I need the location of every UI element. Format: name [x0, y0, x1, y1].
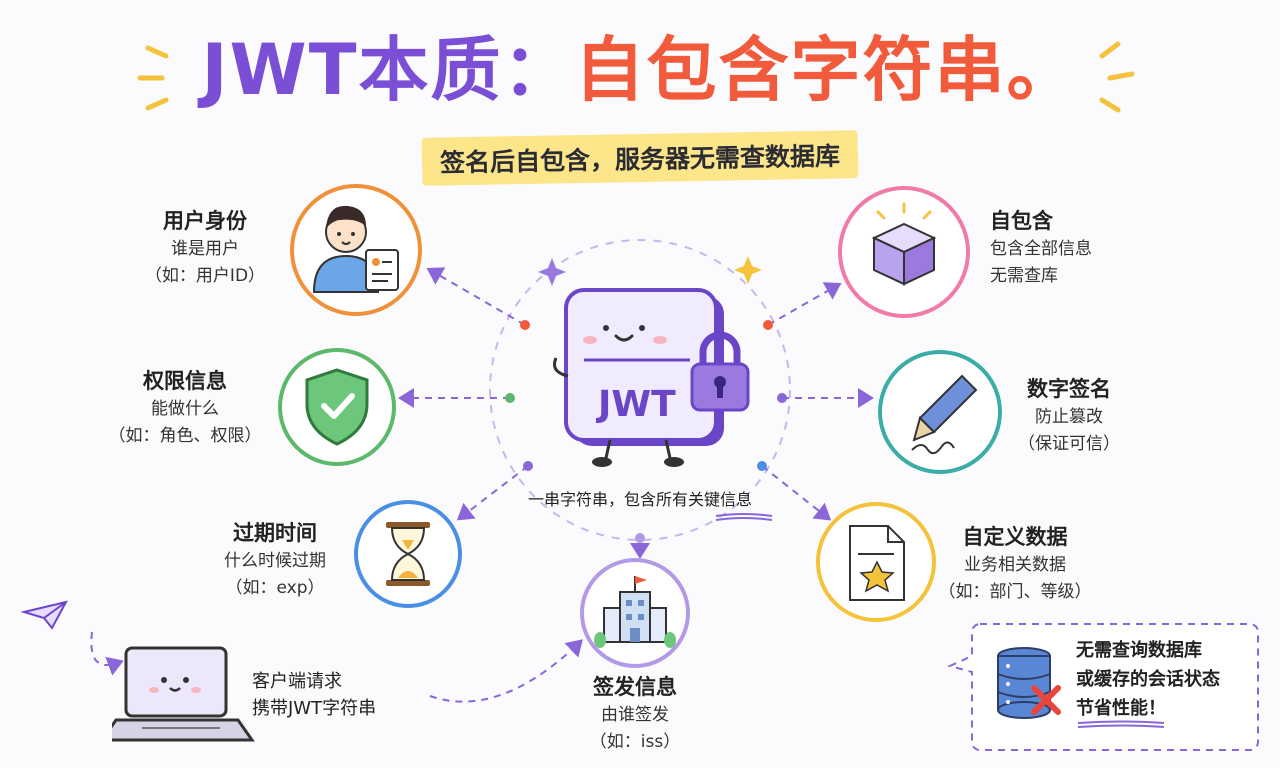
signature-example: （保证可信）: [1018, 434, 1120, 454]
self-contained-desc: 包含全部信息: [990, 239, 1092, 259]
hourglass-icon: [386, 522, 430, 586]
issuer-label: 签发信息 由谁签发 （如：iss）: [560, 672, 710, 756]
user-identity-title: 用户身份: [163, 209, 247, 233]
expiration-label: 过期时间 什么时候过期 （如：exp）: [200, 518, 350, 602]
center-caption-text: 一串字符串，包含所有关键信息: [527, 490, 752, 509]
expiration-desc: 什么时候过期: [224, 551, 326, 571]
jwt-token-text: JWT: [595, 384, 676, 425]
client-line-2: 携带JWT字符串: [252, 698, 377, 719]
signature-label: 数字签名 防止篡改 （保证可信）: [1004, 374, 1134, 458]
permissions-example: （如：角色、权限）: [108, 426, 262, 446]
issuer-circle: [580, 558, 690, 668]
expiration-circle: [354, 500, 462, 608]
issuer-desc: 由谁签发: [601, 705, 669, 725]
user-identity-desc: 谁是用户: [171, 239, 239, 259]
user-identity-circle: [290, 184, 422, 316]
padlock-icon: [690, 331, 750, 412]
custom-data-example: （如：部门、等级）: [938, 582, 1092, 602]
permissions-title: 权限信息: [143, 369, 227, 393]
building-icon: [594, 576, 676, 648]
self-contained-example: 无需查库: [990, 266, 1058, 286]
client-line-1: 客户端请求: [252, 671, 342, 692]
custom-data-title: 自定义数据: [962, 525, 1068, 549]
laptop-icon: [112, 646, 255, 742]
pen-signature-icon: [911, 374, 978, 455]
self-contained-label: 自包含 包含全部信息 无需查库: [990, 206, 1140, 290]
user-identity-label: 用户身份 谁是用户 （如：用户ID）: [130, 206, 280, 290]
note-line-3: 节省性能！: [1076, 698, 1166, 719]
custom-data-label: 自定义数据 业务相关数据 （如：部门、等级）: [930, 522, 1100, 606]
page-title: JWT本质：自包含字符串。: [0, 22, 1280, 118]
user-avatar-icon: [312, 205, 399, 293]
center-caption: 一串字符串，包含所有关键信息: [500, 486, 780, 521]
signature-circle: [878, 350, 1002, 474]
custom-data-desc: 业务相关数据: [964, 555, 1066, 575]
issuer-title: 签发信息: [593, 675, 677, 699]
permissions-label: 权限信息 能做什么 （如：角色、权限）: [100, 366, 270, 450]
shield-check-icon: [305, 368, 369, 446]
title-part-2: 自包含字符串。: [574, 29, 1079, 111]
jwt-token-illustration: JWT: [553, 288, 750, 467]
custom-data-circle: [816, 502, 936, 622]
document-star-icon: [849, 525, 905, 601]
note-label: 无需查询数据库 或缓存的会话状态 节省性能！: [1076, 636, 1256, 728]
cube-icon: [871, 202, 937, 286]
self-contained-circle: [838, 186, 970, 318]
expiration-title: 过期时间: [233, 521, 317, 545]
title-part-1: JWT本质：: [201, 29, 575, 111]
note-underline: [1077, 720, 1165, 728]
signature-desc: 防止篡改: [1035, 407, 1103, 427]
note-line-1: 无需查询数据库: [1076, 640, 1202, 661]
permissions-circle: [278, 348, 396, 466]
paper-plane-icon: [20, 600, 68, 630]
note-line-2: 或缓存的会话状态: [1076, 669, 1220, 690]
expiration-example: （如：exp）: [225, 578, 325, 598]
caption-underline: [715, 513, 773, 521]
signature-title: 数字签名: [1027, 377, 1111, 401]
permissions-desc: 能做什么: [151, 399, 219, 419]
user-identity-example: （如：用户ID）: [144, 266, 266, 286]
database-crossed-icon: [997, 647, 1061, 719]
title-sparkles: [137, 41, 1135, 113]
issuer-example: （如：iss）: [589, 732, 681, 752]
client-label: 客户端请求 携带JWT字符串: [252, 668, 412, 722]
self-contained-title: 自包含: [990, 209, 1053, 233]
